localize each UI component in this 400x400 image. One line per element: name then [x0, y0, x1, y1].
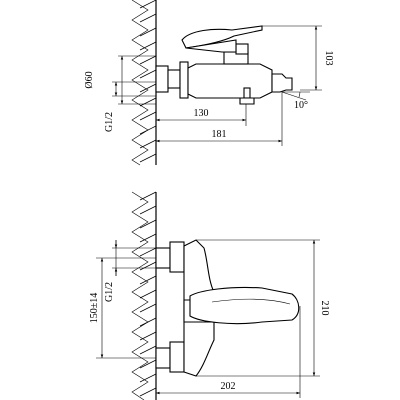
- dim-202-label: 202: [221, 381, 236, 392]
- dim-150-label: 150±14: [89, 293, 100, 324]
- dim-130-label: 130: [194, 108, 209, 119]
- dim-thread-top: G1/2: [104, 81, 156, 132]
- front-view: G1/2 150±14 210 202: [89, 191, 330, 400]
- connector-top: [155, 61, 189, 99]
- dim-210: 210: [196, 239, 330, 377]
- dim-130: 130: [156, 104, 247, 126]
- dim-thread-top-label: G1/2: [104, 112, 115, 132]
- dim-thread-front-label: G1/2: [104, 282, 115, 302]
- dim-angle-10-label: 10°: [294, 100, 308, 111]
- dim-181-label: 181: [212, 129, 227, 140]
- wall-front: [131, 191, 157, 400]
- dim-diameter-60: Ø60: [84, 55, 156, 105]
- connector-upper: [155, 241, 185, 273]
- dim-210-label: 210: [319, 301, 330, 316]
- mixer-body-front: [183, 239, 300, 377]
- top-view: 103 Ø60 G1/2 130 181: [84, 0, 334, 166]
- dim-103-label: 103: [323, 51, 334, 66]
- dim-angle-10: 10°: [281, 91, 310, 111]
- dim-103: 103: [262, 25, 334, 91]
- dim-181: 181: [156, 92, 283, 146]
- wall-top: [131, 0, 157, 166]
- dim-diameter-60-label: Ø60: [84, 71, 95, 88]
- dim-150: 150±14: [89, 257, 156, 359]
- dim-202: 202: [156, 306, 301, 398]
- connector-lower: [155, 341, 185, 373]
- dim-thread-front: G1/2: [104, 240, 156, 302]
- mixer-body-top: [181, 25, 293, 105]
